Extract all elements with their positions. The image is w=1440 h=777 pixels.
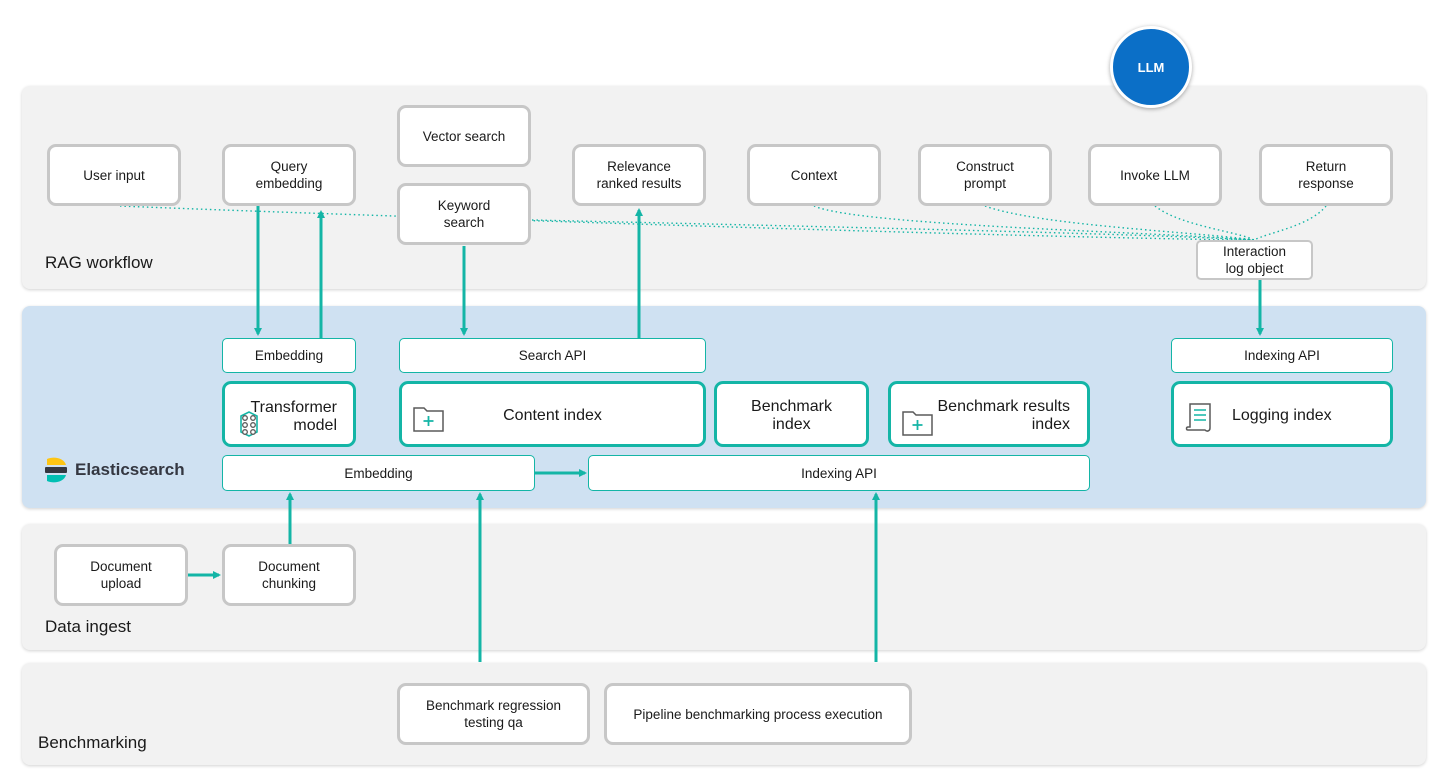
model-icon bbox=[233, 408, 265, 445]
data-ingest-label: Data ingest bbox=[45, 617, 131, 636]
vector-search-box: Vector search bbox=[397, 105, 531, 167]
invoke-llm-box: Invoke LLM bbox=[1088, 144, 1222, 206]
pipeline-benchmarking-box: Pipeline benchmarking process execution bbox=[604, 683, 912, 745]
return-response-box: Return response bbox=[1259, 144, 1393, 206]
search-api: Search API bbox=[399, 338, 706, 373]
interaction-log-object-box: Interaction log object bbox=[1196, 240, 1313, 280]
context-box: Context bbox=[747, 144, 881, 206]
folder-plus-icon bbox=[412, 404, 446, 439]
relevance-ranked-results-box: Relevance ranked results bbox=[572, 144, 706, 206]
logging-index-label: Logging index bbox=[1232, 407, 1332, 424]
construct-prompt-box: Construct prompt bbox=[918, 144, 1052, 206]
benchmark-results-index-label: Benchmark results index bbox=[937, 398, 1071, 433]
log-dotted-lines bbox=[119, 205, 1327, 241]
document-chunking-box: Document chunking bbox=[222, 544, 356, 606]
dotted-line-user-input bbox=[119, 205, 1255, 241]
dotted-line-return bbox=[1253, 205, 1327, 241]
keyword-search-box: Keyword search bbox=[397, 183, 531, 245]
rag-workflow-label: RAG workflow bbox=[45, 253, 153, 272]
dotted-line-context bbox=[813, 205, 1255, 241]
embedding-api-top: Embedding bbox=[222, 338, 356, 373]
indexing-api-bottom: Indexing API bbox=[588, 455, 1090, 491]
transformer-model-box: Transformer model bbox=[222, 381, 356, 447]
user-input-box: User input bbox=[47, 144, 181, 206]
query-embedding-box: Query embedding bbox=[222, 144, 356, 206]
benchmark-regression-box: Benchmark regression testing qa bbox=[397, 683, 590, 745]
flow-arrows bbox=[188, 206, 1264, 662]
logging-index-box: Logging index bbox=[1171, 381, 1393, 447]
benchmarking-label: Benchmarking bbox=[38, 733, 147, 752]
scroll-icon bbox=[1184, 400, 1216, 439]
document-upload-box: Document upload bbox=[54, 544, 188, 606]
llm-node: LLM bbox=[1110, 26, 1192, 108]
transformer-model-label: Transformer model bbox=[250, 399, 337, 434]
indexing-api-top: Indexing API bbox=[1171, 338, 1393, 373]
embedding-api-bottom: Embedding bbox=[222, 455, 535, 491]
benchmark-index-label: Benchmark index bbox=[751, 398, 832, 433]
elasticsearch-logo-icon bbox=[44, 457, 68, 488]
folder-plus-icon bbox=[901, 408, 935, 443]
benchmark-index-box: Benchmark index bbox=[714, 381, 869, 447]
dotted-line-keyword bbox=[531, 219, 1255, 241]
content-index-box: Content index bbox=[399, 381, 706, 447]
benchmark-results-index-box: Benchmark results index bbox=[888, 381, 1090, 447]
elasticsearch-label: Elasticsearch bbox=[75, 460, 185, 479]
content-index-label: Content index bbox=[503, 407, 602, 424]
